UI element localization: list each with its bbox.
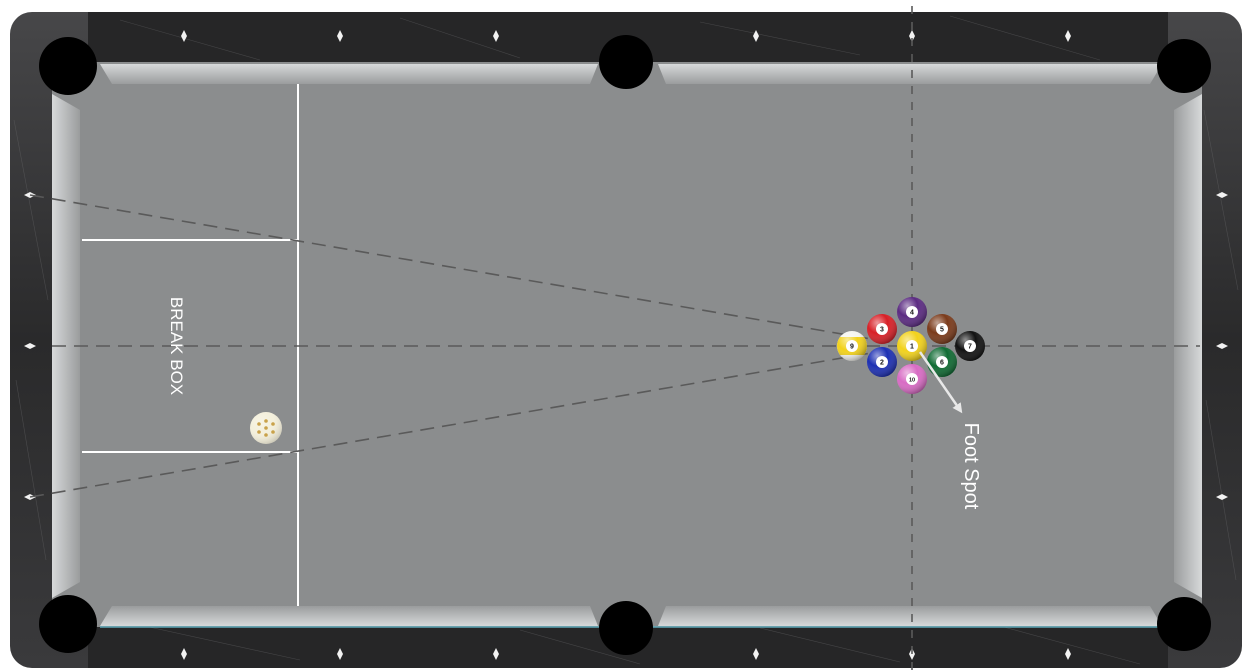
ball-number: 10 [909,378,915,384]
bottom-left-cushion [100,606,598,626]
pocket-top-left [39,37,97,95]
pocket-bottom-right [1157,597,1211,651]
ball-10: 10 [897,364,927,394]
ball-9: 9 [837,331,867,361]
pocket-top-right [1157,39,1211,93]
ball-3: 3 [867,314,897,344]
ball-number: 5 [940,327,944,334]
ball-number: 1 [910,344,914,351]
top-left-cushion [100,64,598,84]
ball-number: 4 [910,310,914,317]
pocket-bottom-middle [599,601,653,655]
ball-4: 4 [897,297,927,327]
cue-ball [250,412,282,444]
foot-spot-label: Foot Spot [960,423,982,510]
ball-number: 2 [880,360,884,367]
ball-6: 6 [927,347,957,377]
cloth [52,62,1202,627]
ball-number: 7 [968,344,972,351]
top-right-cushion [658,64,1162,84]
ball-5: 5 [927,314,957,344]
ball-number: 9 [850,344,854,351]
ball-number: 6 [940,360,944,367]
break-box-label: BREAK BOX [167,297,186,395]
pocket-bottom-left [39,595,97,653]
pocket-top-middle [599,35,653,89]
ball-2: 2 [867,347,897,377]
ball-number: 3 [880,327,884,334]
bottom-right-cushion [658,606,1162,626]
ball-7: 7 [955,331,985,361]
